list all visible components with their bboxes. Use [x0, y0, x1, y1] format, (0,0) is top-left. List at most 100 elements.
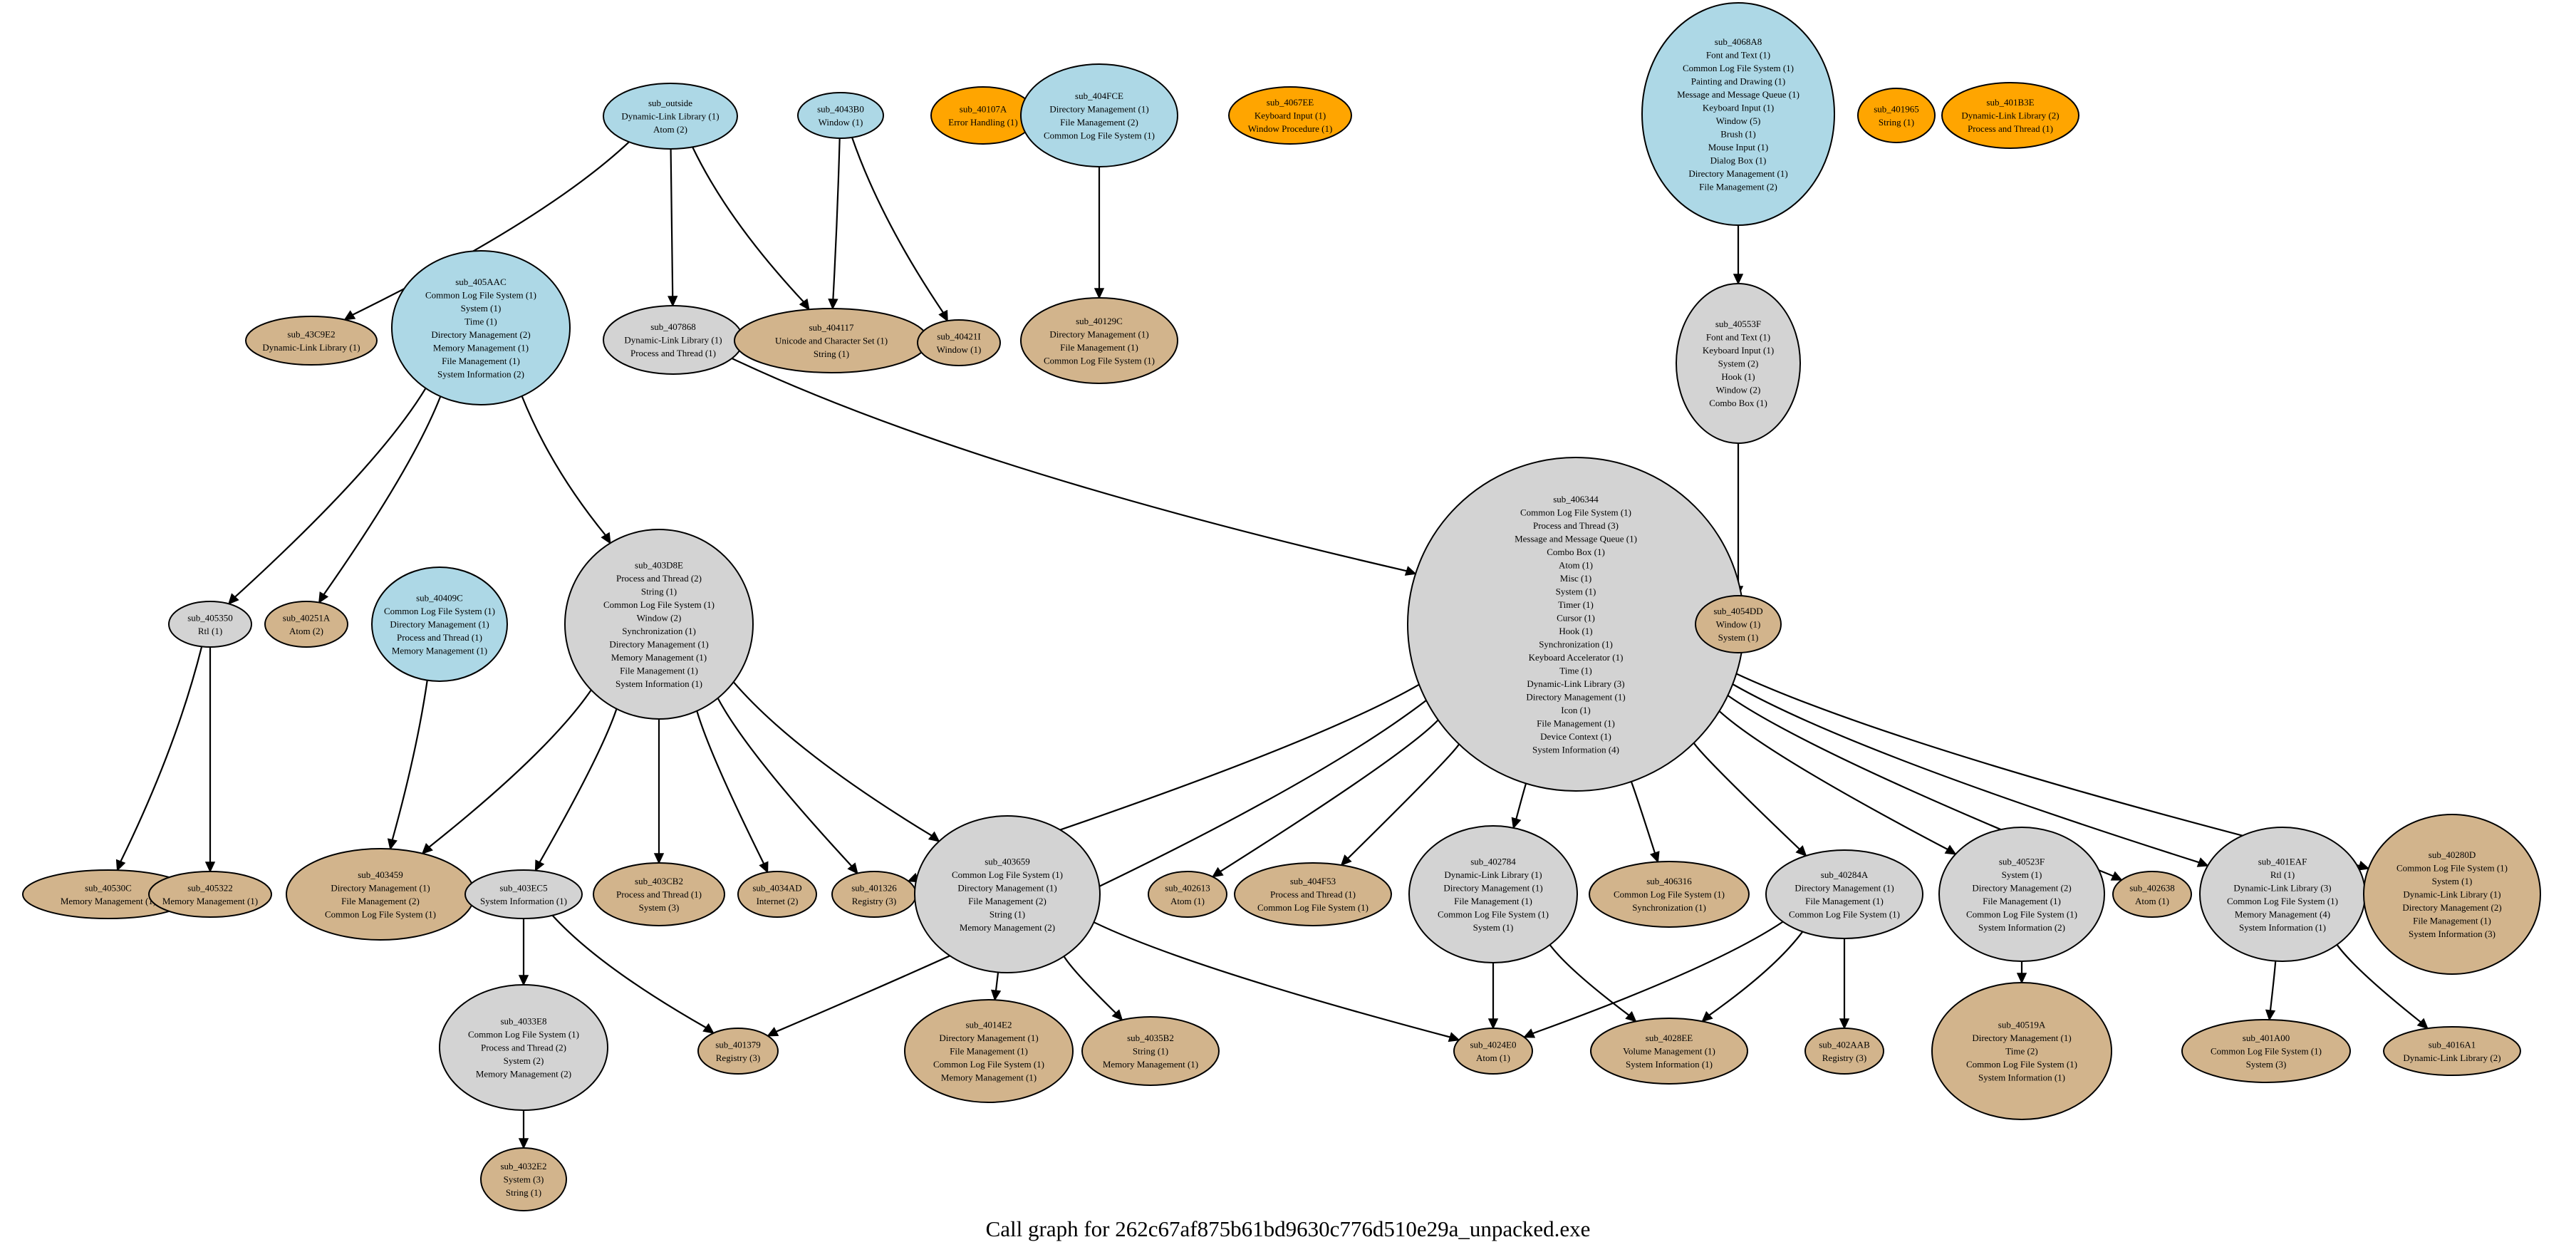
edge-sub_403d8e-to-sub_403cb2	[653, 718, 665, 864]
edge-arrowhead	[1094, 288, 1105, 299]
edge-arrowhead	[1404, 566, 1417, 576]
node-api-category: Dynamic-Link Library (2)	[1961, 110, 2059, 121]
node-api-category: Dynamic-Link Library (1)	[1444, 869, 1542, 880]
node-api-category: Directory Management (1)	[1795, 882, 1894, 893]
node-api-category: Synchronization (1)	[1539, 638, 1613, 649]
node-title: sub_406344	[1553, 494, 1599, 505]
node-api-category: Directory Management (2)	[1972, 882, 2071, 893]
node-api-category: Volume Management (1)	[1623, 1046, 1715, 1057]
node-title: sub_40280D	[2429, 849, 2476, 860]
edge-sub_403659-to-sub_4014e2	[990, 972, 1002, 1001]
node-api-category: Rtl (1)	[198, 626, 222, 636]
node-api-category: System (1)	[1556, 586, 1596, 596]
node-api-category: Window (1)	[819, 117, 863, 128]
edge-arrowhead	[421, 843, 433, 855]
node-api-category: Directory Management (1)	[1443, 882, 1542, 893]
edge-sub_401eaf-to-sub_401a00	[2265, 961, 2277, 1021]
node-api-category: File Management (1)	[1805, 896, 1884, 906]
edge-line	[521, 395, 606, 536]
edge-arrowhead	[115, 859, 126, 871]
edge-sub_40284a-to-sub_4024e0	[1523, 921, 1784, 1038]
edge-arrowhead	[828, 298, 838, 310]
node-api-category: Mouse Input (1)	[1708, 142, 1769, 152]
node-api-category: System (2)	[504, 1055, 544, 1066]
node-title: sub_4024E0	[1470, 1039, 1517, 1050]
node-api-category: Common Log File System (1)	[2396, 863, 2508, 874]
node-api-category: Window Procedure (1)	[1248, 123, 1333, 134]
edge-sub_406344-to-sub_404f53	[1340, 743, 1460, 866]
edge-sub_406344-to-sub_406316	[1629, 777, 1660, 864]
node-api-category: Icon (1)	[1561, 705, 1591, 715]
edge-arrowhead	[653, 853, 665, 864]
edge-sub_4068a8-to-sub_40553f	[1733, 225, 1744, 285]
edge-sub_402784-to-sub_4028ee	[1549, 944, 1637, 1023]
node-title: sub_402AAB	[1819, 1039, 1870, 1050]
edge-arrowhead	[2416, 1018, 2429, 1030]
edge-line	[832, 138, 841, 300]
edge-sub_405aac-to-sub_405350	[227, 388, 427, 605]
node-api-category: Registry (3)	[716, 1052, 760, 1063]
node-ellipse	[1857, 88, 1936, 143]
node-title: sub_43C9E2	[287, 328, 335, 339]
edge-arrowhead	[1839, 1018, 1850, 1030]
node-api-category: System (3)	[639, 902, 680, 913]
node-api-category: Memory Management (2)	[476, 1069, 571, 1080]
node-title: sub_404F53	[1290, 876, 1336, 886]
node-api-category: Process and Thread (1)	[616, 889, 702, 900]
node-api-category: Directory Management (1)	[609, 638, 708, 649]
node-api-category: Common Log File System (1)	[2227, 896, 2338, 906]
node-api-category: Message and Message Queue (1)	[1515, 533, 1637, 544]
node-api-category: Directory Management (1)	[1526, 691, 1625, 702]
node-title: sub_404FCE	[1075, 90, 1123, 101]
edge-line	[551, 914, 707, 1029]
node-title: sub_403EC5	[499, 882, 547, 893]
node-api-category: Directory Management (1)	[1049, 328, 1148, 339]
node-ellipse	[697, 1028, 779, 1075]
node-api-category: Common Log File System (1)	[1044, 355, 1155, 366]
node-api-category: Registry (3)	[1822, 1052, 1866, 1063]
edge-sub_406344-to-sub_402784	[1511, 777, 1529, 829]
node-api-category: Common Log File System (1)	[603, 599, 715, 610]
edge-line	[1549, 944, 1630, 1016]
edge-sub_403d8e-to-sub_403659	[732, 681, 940, 842]
node-title: sub_4032E2	[501, 1161, 547, 1171]
node-api-category: Directory Management (2)	[2402, 902, 2501, 913]
node-ellipse	[1938, 827, 2105, 962]
node-api-category: Memory Management (1)	[433, 342, 529, 353]
node-api-category: Memory Management (4)	[2235, 909, 2330, 919]
node-title: sub_401B3E	[1986, 97, 2034, 108]
node-api-category: System Information (1)	[1626, 1059, 1713, 1070]
node-ellipse	[2112, 871, 2192, 918]
node-api-category: File Management (1)	[620, 665, 698, 676]
node-api-category: Common Log File System (1)	[1438, 909, 1549, 919]
edge-sub_406344-to-sub_401eaf	[1732, 683, 2209, 867]
node-api-category: Directory Management (1)	[1688, 168, 1787, 179]
node-api-category: Process and Thread (1)	[1270, 889, 1356, 900]
node-ellipse	[1765, 849, 1923, 939]
edge-sub_403d8e-to-sub_403459	[421, 689, 592, 855]
edge-line	[1347, 743, 1460, 859]
node-ellipse	[1453, 1028, 1533, 1075]
node-api-category: Brush (1)	[1720, 128, 1755, 139]
node-api-category: Process and Thread (2)	[481, 1043, 566, 1053]
edge-arrowhead	[2357, 860, 2370, 871]
node-api-category: Device Context (1)	[1540, 731, 1611, 742]
node-ellipse	[917, 319, 1001, 366]
node-title: sub_405350	[187, 612, 233, 623]
node-ellipse	[737, 871, 817, 918]
node-ellipse	[168, 601, 252, 648]
node-api-category: String (1)	[814, 348, 849, 359]
node-title: sub_40553F	[1715, 319, 1761, 329]
